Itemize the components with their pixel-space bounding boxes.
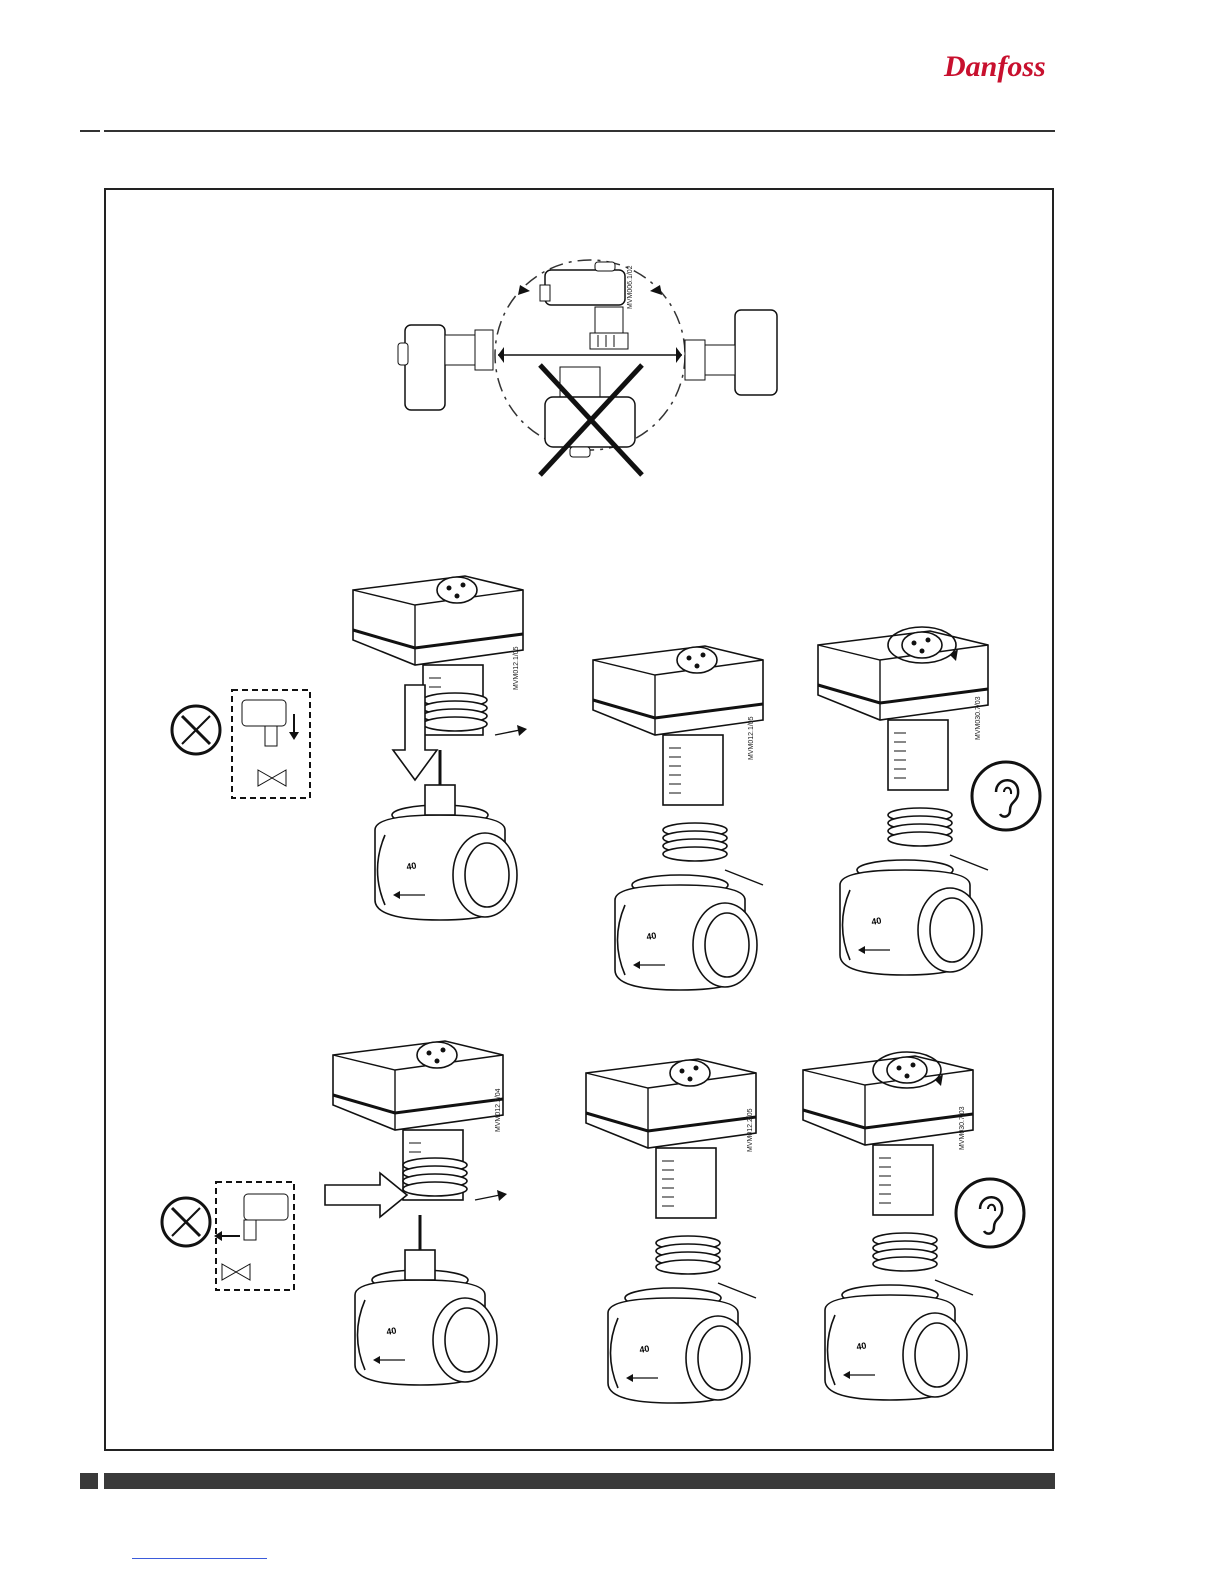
valve-body: 40	[615, 875, 757, 990]
coupling-nut	[873, 1233, 937, 1271]
no-tools-icon	[162, 1198, 210, 1246]
manual-knob	[902, 632, 942, 658]
coupling-nut	[656, 1236, 720, 1274]
coupling-nut	[403, 1158, 467, 1196]
release-arrow-icon	[475, 1195, 500, 1200]
lock-pin	[950, 855, 988, 870]
ear-icon	[952, 1175, 1028, 1251]
manual-knob	[417, 1042, 457, 1068]
valve-assembly-step-2: 40	[585, 640, 775, 1000]
manual-knob	[437, 577, 477, 603]
arrow-left-icon	[498, 347, 504, 363]
actuator-upright	[540, 262, 628, 349]
danfoss-logo: Danfoss	[940, 42, 1070, 92]
ear-icon	[968, 758, 1044, 834]
arrow-up-left-icon	[518, 285, 530, 295]
footer-page-marker	[80, 1473, 98, 1489]
valve-size-mark: 40	[639, 1343, 651, 1355]
valve-size-mark: 40	[386, 1325, 398, 1337]
logo-wordmark: Danfoss	[943, 50, 1046, 83]
valve-symbol-icon	[222, 1264, 250, 1280]
valve-body: 40	[355, 1250, 497, 1385]
actuator-right	[685, 310, 777, 395]
no-tools-icon	[172, 706, 220, 754]
row2-symbol-block	[160, 1180, 310, 1295]
manual-knob	[670, 1060, 710, 1086]
valve-symbol-icon	[258, 770, 286, 786]
valve-assembly-step-4: 40	[325, 1035, 515, 1395]
actuator-inverted	[545, 367, 635, 457]
actuator-yoke	[663, 735, 723, 805]
valve-size-mark: 40	[856, 1340, 868, 1352]
valve-assembly-step-5: 40	[578, 1053, 768, 1413]
actuator-yoke	[656, 1148, 716, 1218]
arrow-right-icon	[325, 1173, 407, 1217]
arrow-right-icon	[676, 347, 682, 363]
manual-knob	[677, 647, 717, 673]
coupling-nut	[888, 808, 952, 846]
actuator-yoke	[873, 1145, 933, 1215]
valve-size-mark: 40	[871, 915, 883, 927]
header-rule	[104, 130, 1055, 132]
row1-symbol-block	[168, 688, 318, 803]
header-rule-short	[80, 130, 100, 132]
valve-size-mark: 40	[406, 860, 418, 872]
actuator-sideways-icon	[214, 1194, 288, 1241]
valve-assembly-step-1: 40	[345, 570, 535, 930]
lock-pin	[718, 1283, 756, 1298]
coupling-nut	[663, 823, 727, 861]
lock-pin	[725, 870, 763, 885]
footer-bar	[104, 1473, 1055, 1489]
valve-body: 40	[840, 860, 982, 975]
release-arrow-icon	[495, 730, 520, 735]
manual-knob	[887, 1057, 927, 1083]
footer-link-underline[interactable]	[132, 1558, 267, 1559]
actuator-left	[398, 325, 493, 410]
figure-code: MVM006.1/02	[627, 265, 634, 309]
valve-size-mark: 40	[646, 930, 658, 942]
valve-body: 40	[375, 785, 517, 920]
arrow-up-right-icon	[650, 285, 662, 295]
mounting-orientation-diagram: MVM006.1/02	[380, 255, 800, 485]
valve-body: 40	[608, 1288, 750, 1403]
coupling-nut	[423, 693, 487, 731]
lock-pin	[935, 1280, 973, 1295]
actuator-yoke	[888, 720, 948, 790]
actuator-down-icon	[242, 700, 299, 746]
valve-body: 40	[825, 1285, 967, 1400]
